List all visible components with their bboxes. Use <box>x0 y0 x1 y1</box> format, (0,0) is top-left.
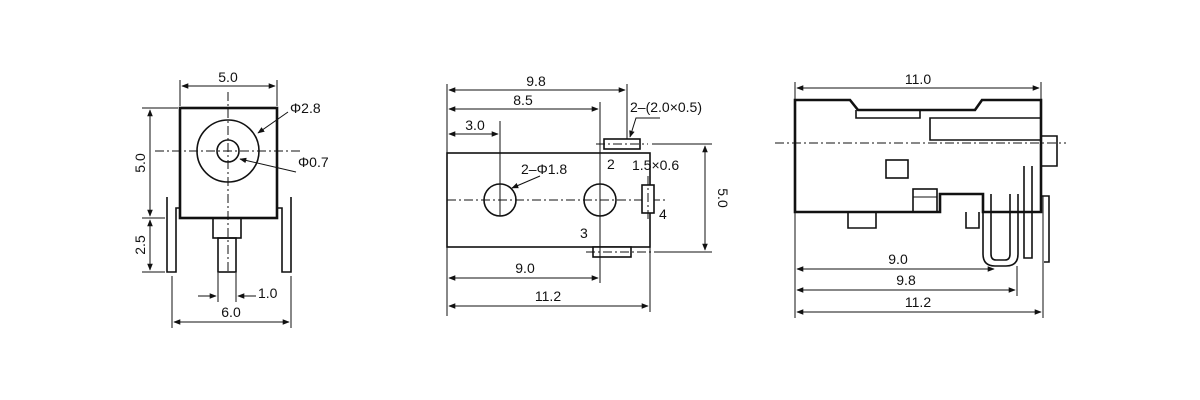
dim-footprint-8-5: 8.5 <box>513 92 533 108</box>
dim-front-height: 5.0 <box>132 153 148 173</box>
front-left-pin <box>166 197 180 273</box>
footprint-view: 9.8 8.5 3.0 2–(2.0×0.5) 2 1.5×0.6 4 3 2–… <box>446 73 731 316</box>
front-view: 5.0 5.0 2.5 Φ2.8 Φ0.7 1.0 6.0 <box>132 69 329 328</box>
side-pin-inner <box>990 194 1011 261</box>
dim-footprint-9-8: 9.8 <box>526 73 546 89</box>
dim-footprint-height: 5.0 <box>715 188 731 208</box>
side-view: 11.0 9.0 9.8 11.2 <box>775 71 1066 318</box>
label-hole-diameter: Φ2.8 <box>290 100 321 116</box>
dim-side-11-0: 11.0 <box>905 71 931 87</box>
label-slot-note: 2–(2.0×0.5) <box>630 99 702 115</box>
dim-front-pin-width: 1.0 <box>258 285 278 301</box>
label-slot-size: 1.5×0.6 <box>632 157 679 173</box>
side-tab <box>1041 135 1058 167</box>
label-pin-diameter: Φ0.7 <box>298 154 329 170</box>
dim-footprint-9-0: 9.0 <box>515 260 535 276</box>
dim-front-pin-height: 2.5 <box>132 235 148 255</box>
side-bottom-tab-1 <box>847 212 877 229</box>
side-pin-right <box>1023 166 1033 259</box>
label-holes-note: 2–Φ1.8 <box>521 161 567 177</box>
side-body-outline <box>793 98 1043 214</box>
front-right-pin <box>277 197 292 273</box>
label-pin-3: 3 <box>580 225 588 241</box>
dim-footprint-3-0: 3.0 <box>465 117 485 133</box>
dim-footprint-11-2: 11.2 <box>535 288 561 304</box>
label-pin-4: 4 <box>659 206 667 222</box>
front-center-pin <box>217 237 237 273</box>
dim-side-9-8: 9.8 <box>896 272 916 288</box>
dim-front-base-width: 6.0 <box>221 304 241 320</box>
dim-side-9-0: 9.0 <box>888 251 908 267</box>
label-pin-2: 2 <box>607 156 615 172</box>
dim-side-11-2: 11.2 <box>905 294 931 310</box>
side-pin-outer <box>982 194 1019 267</box>
dim-front-width-top: 5.0 <box>218 69 238 85</box>
